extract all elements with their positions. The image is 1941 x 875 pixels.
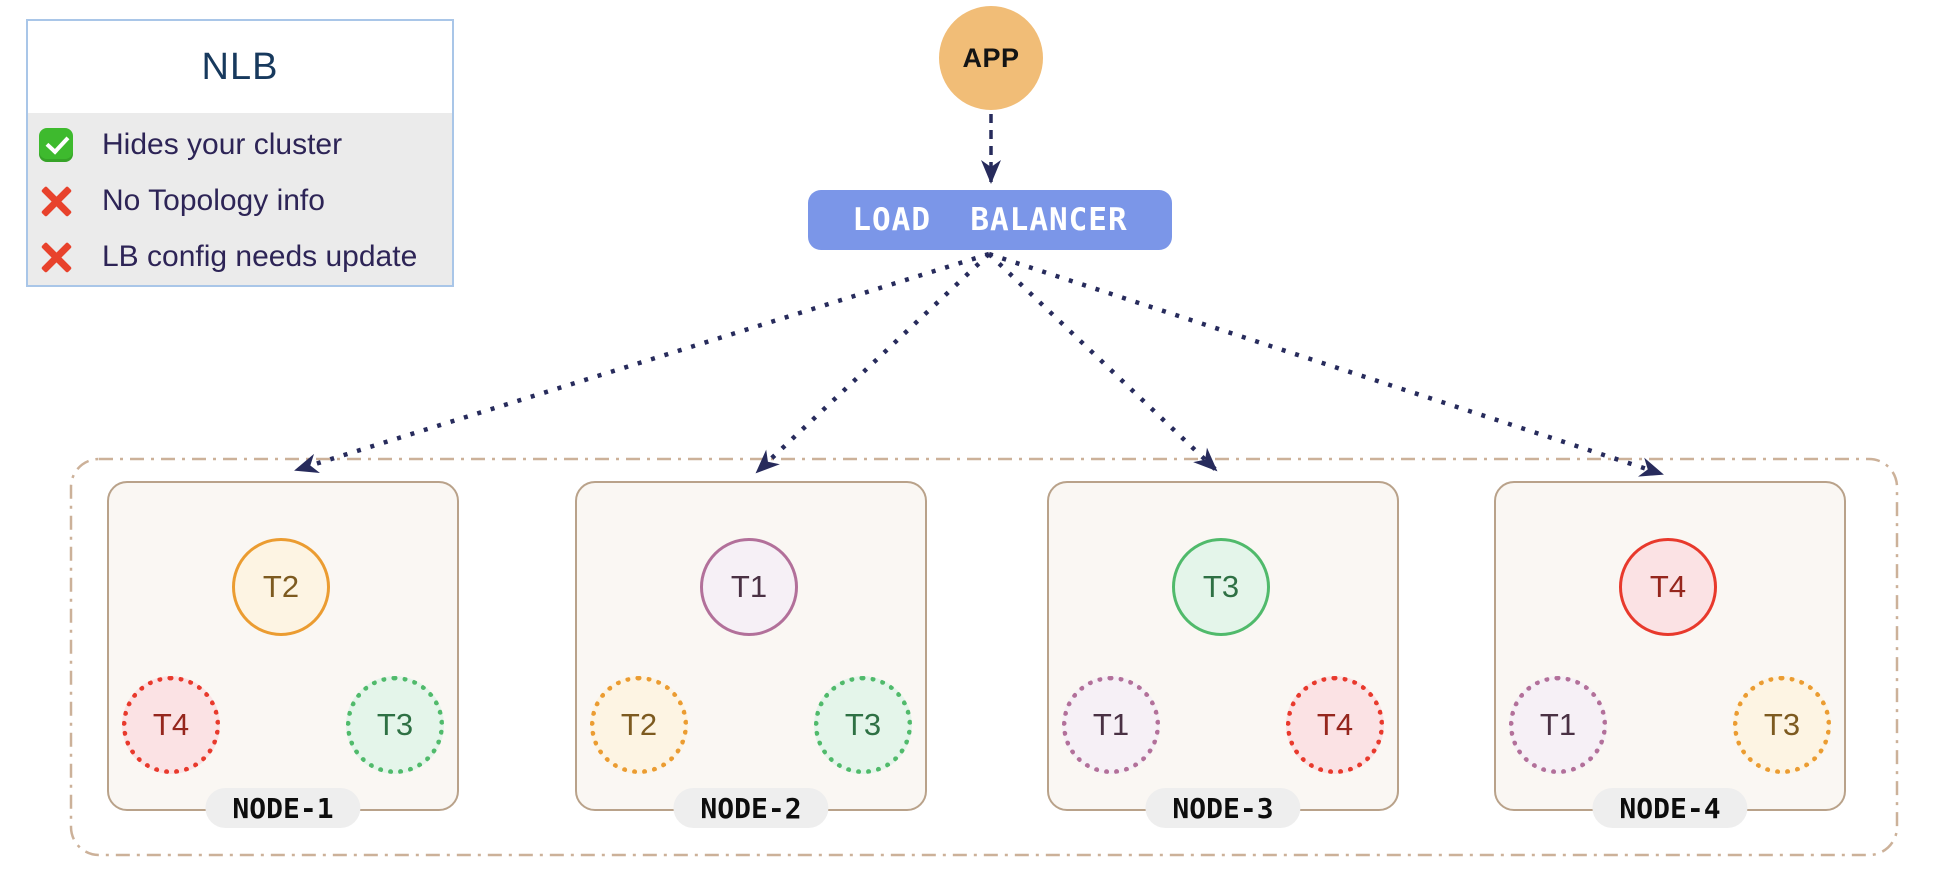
pod-label: T2 [620, 707, 658, 742]
arrow-lb-to-node2 [755, 252, 991, 474]
node-name: NODE-2 [700, 791, 802, 825]
nlb-legend-panel: NLB Hides your cluster No Topology info … [26, 19, 454, 287]
cross-icon [39, 240, 73, 274]
arrow-lb-to-node4 [988, 251, 1664, 477]
pod-label: T3 [376, 707, 414, 742]
nlb-legend-header: NLB [28, 21, 452, 113]
pod-circle: T4 [1286, 676, 1384, 774]
cluster-boundary [69, 457, 1899, 857]
pod-circle: T3 [1733, 676, 1831, 774]
pod-label: T2 [262, 569, 300, 604]
load-balancer: LOAD BALANCER [808, 190, 1172, 250]
node-name-badge: NODE-3 [1145, 788, 1301, 828]
check-icon [39, 128, 73, 162]
legend-item-label: No Topology info [102, 184, 325, 217]
pod-label: T1 [1092, 707, 1130, 742]
nlb-title: NLB [201, 45, 279, 88]
arrow-lb-to-node3 [987, 252, 1218, 472]
legend-item-label: LB config needs update [102, 240, 418, 273]
pod-label: T3 [1202, 569, 1240, 604]
legend-item-label: Hides your cluster [102, 128, 343, 161]
node-name: NODE-4 [1619, 791, 1721, 825]
nlb-legend-body: Hides your cluster No Topology info LB c… [28, 113, 452, 285]
pod-circle: T3 [814, 676, 912, 774]
pod-circle: T4 [122, 676, 220, 774]
pod-label: T1 [730, 569, 768, 604]
node-name-badge: NODE-1 [205, 788, 361, 828]
pod-circle: T2 [590, 676, 688, 774]
pod-circle: T1 [1062, 676, 1160, 774]
pod-circle: T3 [1172, 538, 1270, 636]
cross-icon [39, 184, 73, 218]
pod-circle: T4 [1619, 538, 1717, 636]
node-box-3: T3 T1 T4 NODE-3 [1047, 481, 1399, 828]
pod-label: T1 [1539, 707, 1577, 742]
pod-label: T4 [1649, 569, 1687, 604]
node-name-badge: NODE-2 [673, 788, 829, 828]
legend-item: Hides your cluster [28, 117, 452, 173]
pod-circle: T1 [700, 538, 798, 636]
app-label: APP [962, 42, 1020, 73]
node-name: NODE-1 [232, 791, 334, 825]
app-node: APP [939, 6, 1043, 110]
pod-circle: T3 [346, 676, 444, 774]
node-box-1: T2 T4 T3 NODE-1 [107, 481, 459, 828]
pod-label: T3 [844, 707, 882, 742]
legend-item: LB config needs update [28, 229, 452, 285]
node-box-4: T4 T1 T3 NODE-4 [1494, 481, 1846, 828]
load-balancer-label: LOAD BALANCER [852, 202, 1128, 238]
node-box-2: T1 T2 T3 NODE-2 [575, 481, 927, 828]
node-name-badge: NODE-4 [1592, 788, 1748, 828]
pod-circle: T2 [232, 538, 330, 636]
pod-label: T3 [1763, 707, 1801, 742]
legend-item: No Topology info [28, 173, 452, 229]
pod-label: T4 [1316, 707, 1354, 742]
pod-circle: T1 [1509, 676, 1607, 774]
node-name: NODE-3 [1172, 791, 1274, 825]
arrow-lb-to-node1 [294, 251, 990, 474]
pod-label: T4 [152, 707, 190, 742]
